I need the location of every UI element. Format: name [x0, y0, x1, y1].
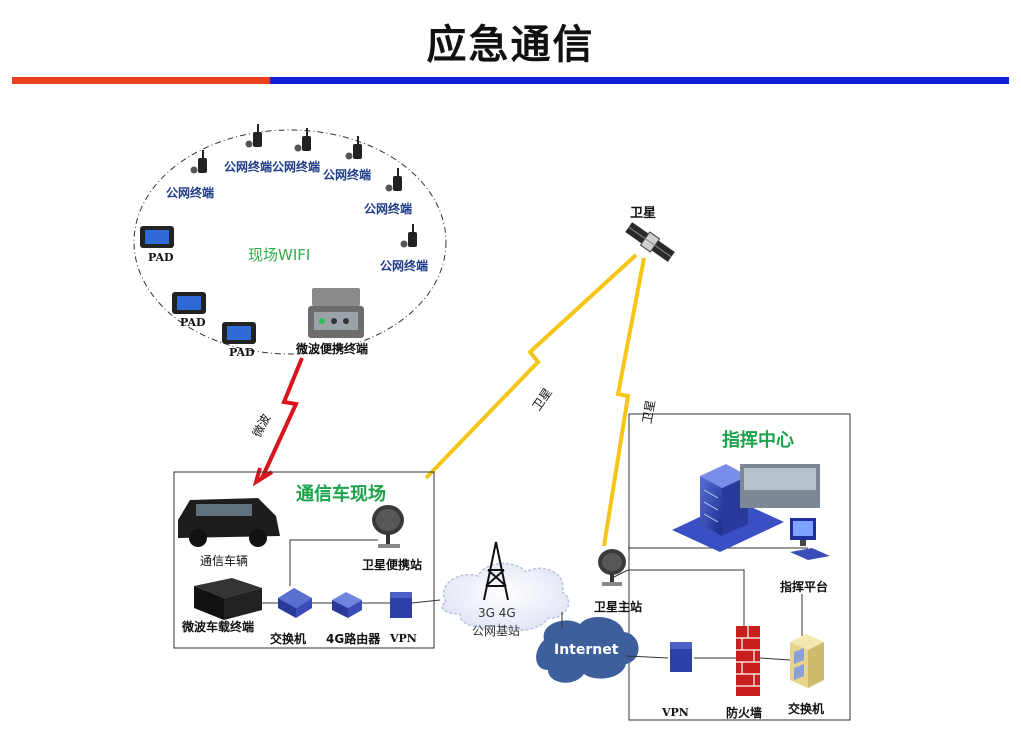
- walkie-talkie-icon: [385, 168, 402, 192]
- terminal-label: 公网终端: [272, 160, 321, 174]
- satellite-dish-main-icon: [598, 549, 626, 586]
- terminal-label: 公网终端: [380, 259, 429, 273]
- vpn-icon-command: [670, 642, 692, 672]
- internet-cloud: [536, 617, 639, 683]
- satellite-label: 卫星: [630, 206, 657, 221]
- walkie-talkie-icon: [400, 224, 417, 248]
- pad-icon: [222, 322, 256, 344]
- portable-microwave-terminal-icon: [308, 288, 364, 338]
- walkie-talkie-icon: [345, 136, 362, 160]
- terminal-label: 公网终端: [166, 186, 215, 200]
- command-center-title: 指挥中心: [722, 430, 794, 451]
- satellite-link-vehicle: [424, 253, 638, 480]
- base-station-label: 公网基站: [472, 624, 521, 638]
- sat-main-label: 卫星主站: [594, 600, 643, 614]
- mw-vehicle-terminal-label: 微波车载终端: [182, 620, 255, 634]
- command-platform-label: 指挥平台: [780, 580, 829, 594]
- walkie-talkie-icons: [190, 124, 417, 248]
- walkie-talkie-icon: [190, 150, 207, 174]
- pad-icon: [172, 292, 206, 314]
- satellite-icon: [625, 222, 675, 262]
- vehicle-site-lines: [262, 539, 441, 604]
- pad-label: PAD: [229, 346, 255, 359]
- command-platform-computer-icon: [790, 518, 830, 560]
- vpn-icon-vehicle: [390, 592, 412, 618]
- switch-label: 交换机: [788, 702, 825, 716]
- title-underline-red: [12, 77, 270, 84]
- firewall-label: 防火墙: [726, 706, 763, 720]
- wifi-zone-label: 现场WIFI: [248, 246, 311, 264]
- sat-portable-label: 卫星便携站: [362, 558, 423, 572]
- vpn-label: VPN: [662, 706, 689, 719]
- satellite-dish-portable-icon: [372, 505, 404, 548]
- firewall-icon: [736, 626, 760, 696]
- router-label: 4G路由器: [326, 632, 381, 646]
- command-building-icon: [672, 464, 820, 552]
- pad-label: PAD: [148, 251, 174, 264]
- vehicle-label: 通信车辆: [200, 554, 249, 568]
- switch-icon-vehicle: [278, 588, 312, 618]
- terminal-label: 公网终端: [364, 202, 413, 216]
- portable-terminal-label: 微波便携终端: [296, 342, 369, 356]
- switch-label: 交换机: [270, 632, 307, 646]
- vehicle-site-title: 通信车现场: [296, 484, 386, 505]
- page-title: 应急通信: [426, 22, 595, 68]
- terminal-label: 公网终端: [323, 168, 372, 182]
- router-icon: [332, 592, 362, 618]
- pad-icon: [140, 226, 174, 248]
- title-underline-blue: [270, 77, 1009, 84]
- public-network-cloud: [441, 562, 570, 631]
- cell-tower-icon: [483, 541, 509, 601]
- pad-label: PAD: [180, 316, 206, 329]
- command-center-box: [628, 413, 851, 721]
- satellite-link-command: [602, 257, 646, 547]
- walkie-talkie-icon: [294, 128, 311, 152]
- terminal-label: 公网终端: [224, 160, 273, 174]
- switch-icon-command: [790, 634, 824, 688]
- base-station-generation: 3G 4G: [478, 606, 516, 620]
- walkie-talkie-icon: [245, 124, 262, 148]
- vehicle-site-box: [173, 471, 435, 649]
- microwave-vehicle-terminal-icon: [194, 578, 262, 620]
- vehicle-icon: [178, 498, 280, 547]
- internet-label: Internet: [554, 642, 619, 658]
- pad-icons: [140, 226, 256, 344]
- microwave-link: [252, 357, 304, 487]
- vpn-label: VPN: [390, 632, 417, 645]
- wifi-zone-boundary: [133, 129, 447, 355]
